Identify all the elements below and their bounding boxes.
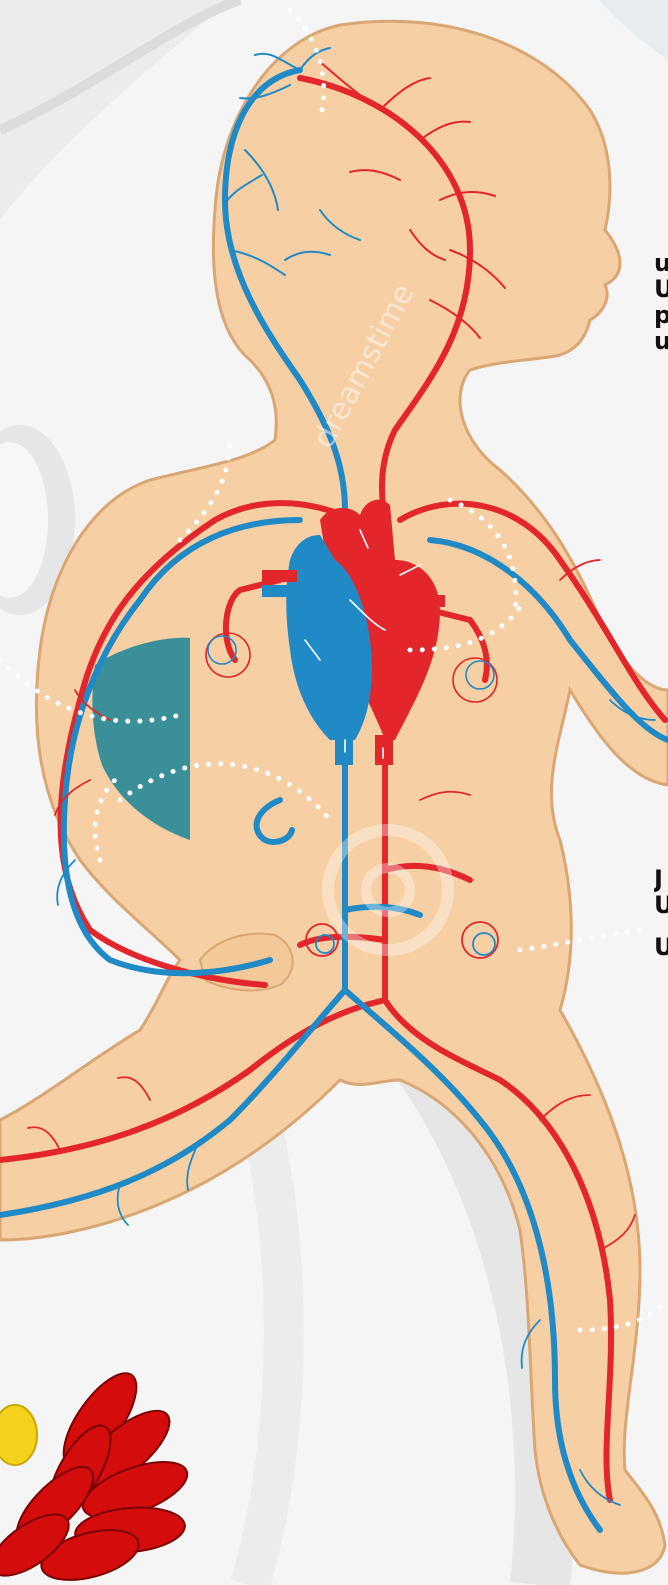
edge-text-line: u [654, 250, 668, 276]
edge-text-top: u U p u [654, 250, 668, 354]
edge-text-line: p [654, 302, 668, 328]
edge-text-line: U [654, 934, 668, 960]
edge-text-bottom: J U U [654, 866, 668, 960]
edge-text-line: U [654, 892, 668, 918]
edge-text-line: U [654, 276, 668, 302]
edge-text-line: u [654, 328, 668, 354]
edge-text-line: J [654, 866, 668, 892]
